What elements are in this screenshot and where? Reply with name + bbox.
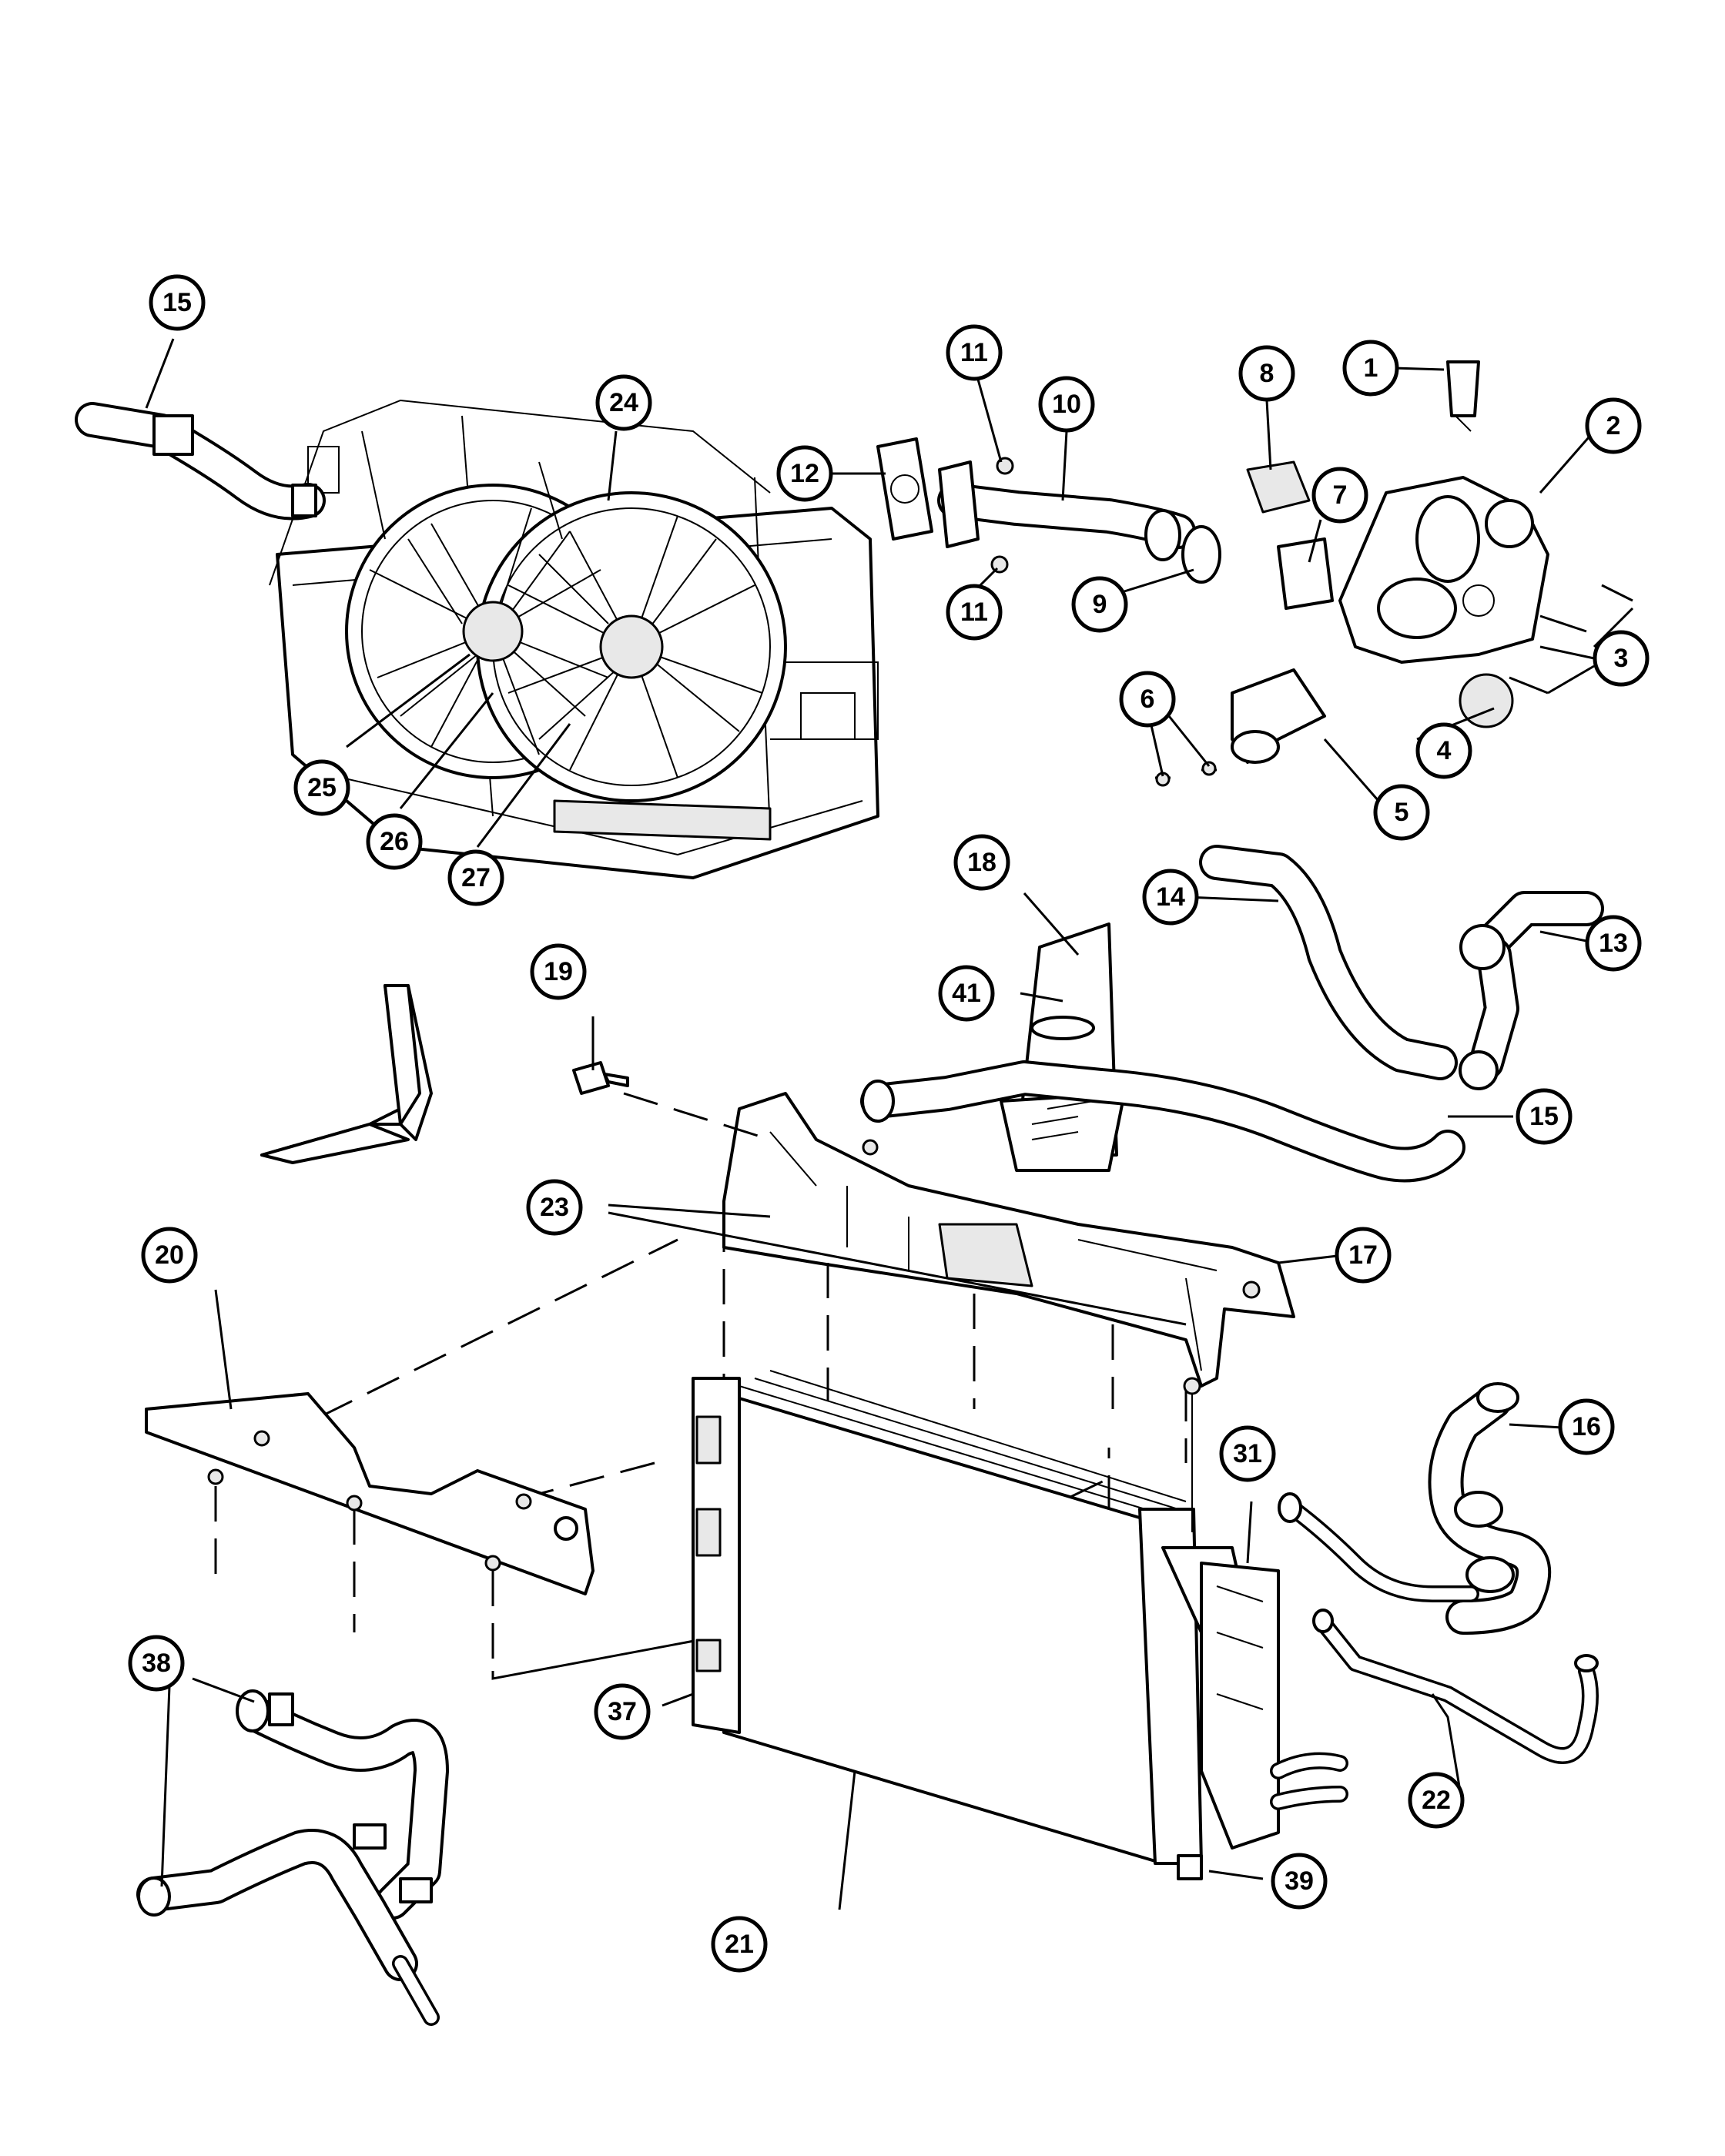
svg-text:19: 19: [544, 957, 573, 986]
svg-text:41: 41: [952, 979, 981, 1008]
callout-19: 19: [530, 943, 587, 1000]
transmission-cooler-line: [1312, 1609, 1599, 1764]
callout-27: 27: [447, 849, 504, 906]
svg-text:12: 12: [790, 459, 819, 488]
svg-text:16: 16: [1572, 1412, 1601, 1441]
callout-39: 39: [1271, 1853, 1328, 1910]
callout-12: 12: [776, 445, 833, 502]
svg-text:26: 26: [380, 827, 409, 856]
callout-2: 2: [1585, 397, 1642, 454]
callout-25: 25: [293, 759, 350, 816]
svg-text:2: 2: [1606, 411, 1621, 440]
callouts: 1 2 33 4 5 6 7 8 9 10 11 11 12 13 14 15 …: [128, 274, 1650, 1973]
upper-radiator-crossmember: [722, 1092, 1295, 1388]
callout-37: 37: [594, 1683, 651, 1740]
callout-21: 21: [711, 1916, 768, 1973]
callout-3-duplicate-label: 3: [1614, 644, 1629, 673]
svg-text:6: 6: [1141, 685, 1155, 714]
callout-10: 10: [1038, 376, 1095, 433]
svg-text:14: 14: [1156, 882, 1185, 912]
svg-text:37: 37: [608, 1697, 637, 1726]
svg-text:24: 24: [609, 388, 638, 417]
svg-text:15: 15: [1529, 1102, 1559, 1131]
callout-11-top: 11: [946, 324, 1003, 381]
callout-13: 13: [1585, 915, 1642, 972]
callout-15-top: 15: [149, 274, 206, 331]
radiator-hose-lower-and-bracket: [860, 922, 1465, 1183]
callout-7: 7: [1311, 467, 1368, 524]
svg-text:18: 18: [967, 848, 996, 877]
radiator-core: [692, 1370, 1348, 1880]
callout-15-middle: 15: [1516, 1088, 1573, 1145]
callout-38: 38: [128, 1635, 185, 1692]
callout-5: 5: [1373, 784, 1430, 841]
svg-text:3: 3: [1614, 644, 1629, 673]
svg-text:13: 13: [1599, 929, 1628, 958]
callout-9: 9: [1071, 576, 1128, 633]
svg-text:11: 11: [960, 598, 988, 627]
radiator-fan-module: [269, 399, 879, 879]
svg-text:10: 10: [1052, 390, 1081, 419]
callout-11-bottom: 11: [946, 584, 1003, 641]
callout-26: 26: [366, 813, 423, 870]
heater-hoses-13-14: [1199, 845, 1604, 1090]
callout-1: 1: [1342, 340, 1399, 397]
callout-16: 16: [1558, 1398, 1615, 1455]
svg-text:9: 9: [1093, 590, 1107, 619]
radiator-hose-upper-left: [75, 402, 326, 521]
callout-31: 31: [1219, 1425, 1276, 1482]
bracket-left: [260, 984, 433, 1164]
callout-3: 33: [1593, 630, 1650, 687]
thermostat-housing-assembly: [876, 360, 1633, 787]
svg-text:7: 7: [1333, 480, 1348, 510]
callout-24: 24: [595, 374, 652, 431]
svg-text:38: 38: [142, 1649, 171, 1678]
callout-20: 20: [141, 1227, 198, 1284]
callout-23: 23: [526, 1179, 583, 1236]
callout-4: 4: [1415, 722, 1472, 779]
svg-text:8: 8: [1260, 359, 1274, 388]
svg-text:11: 11: [960, 338, 988, 367]
callout-41: 41: [938, 965, 995, 1022]
air-deflector: [145, 1392, 595, 1595]
svg-text:1: 1: [1364, 353, 1378, 383]
svg-text:20: 20: [155, 1240, 184, 1270]
svg-text:5: 5: [1395, 798, 1409, 827]
svg-text:39: 39: [1285, 1866, 1314, 1896]
svg-text:15: 15: [162, 288, 192, 317]
callout-6: 6: [1119, 671, 1176, 728]
callout-8: 8: [1238, 345, 1295, 402]
radiator-hose-16: [1278, 1382, 1552, 1635]
svg-text:22: 22: [1422, 1786, 1451, 1815]
callout-18: 18: [953, 834, 1010, 891]
callout-14: 14: [1142, 869, 1199, 926]
callout-17: 17: [1335, 1227, 1392, 1284]
svg-text:27: 27: [461, 863, 491, 892]
heater-hose-38: [136, 1689, 449, 2026]
bolt-19: [572, 1061, 629, 1095]
svg-text:21: 21: [725, 1930, 754, 1959]
svg-text:17: 17: [1348, 1240, 1378, 1270]
callout-22: 22: [1408, 1772, 1465, 1829]
svg-text:31: 31: [1233, 1439, 1262, 1468]
svg-text:23: 23: [540, 1193, 569, 1222]
svg-text:25: 25: [307, 773, 337, 802]
svg-text:4: 4: [1437, 736, 1452, 765]
